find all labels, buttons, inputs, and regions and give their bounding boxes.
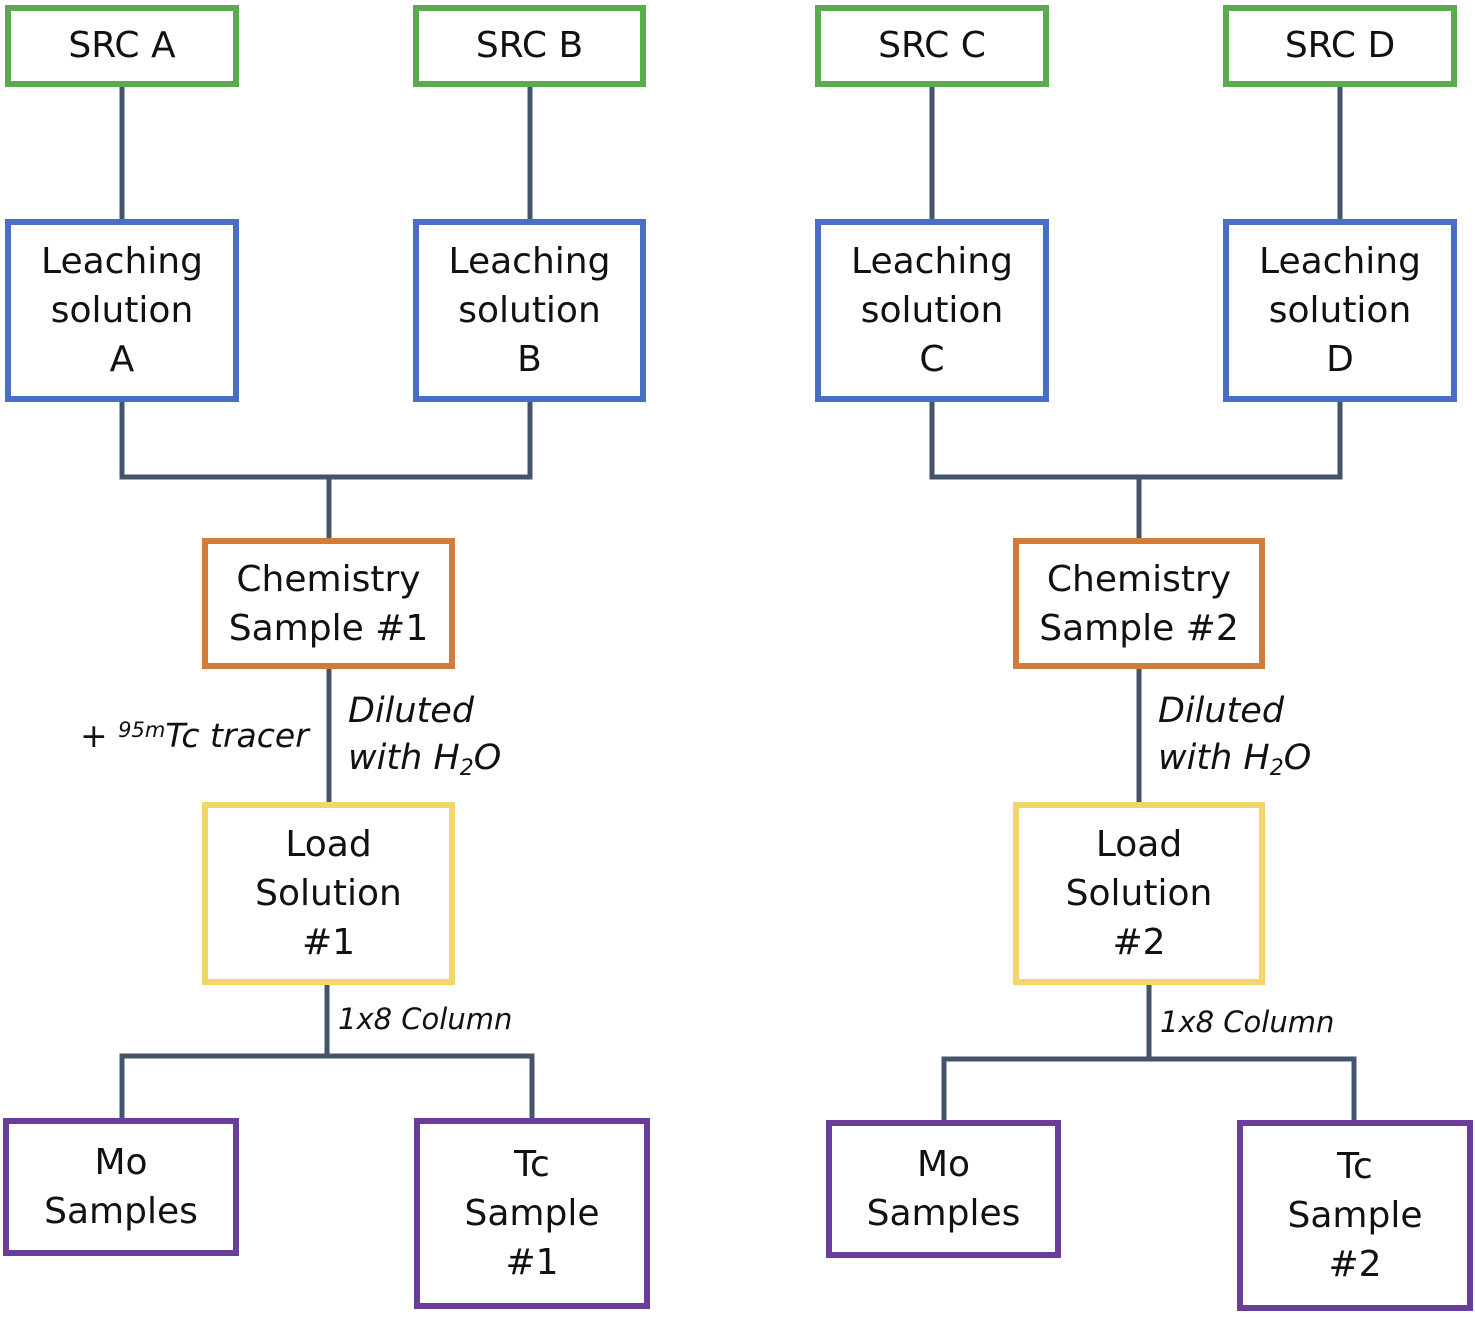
column-label: 1x8 Column [1160,1005,1335,1039]
connector-load-1-split [119,985,535,1118]
tracer-suffix: Tc tracer [165,716,309,755]
mo-samples-box-2: Mo Samples [826,1120,1061,1258]
dilution-line-1: Diluted [348,691,475,731]
column-label: 1x8 Column [338,1002,513,1036]
source-box-src-a: SRC A [5,5,239,87]
chemistry-line: Chemistry [236,558,421,600]
leaching-line: D [1326,339,1354,380]
mo-line: Mo [916,1144,971,1185]
column-annotation-2: 1x8 Column [1160,1005,1334,1039]
chemistry-line: Chemistry [1046,558,1232,600]
leaching-line: solution [1268,290,1412,331]
tc-line: #1 [505,1242,559,1283]
tc-sample-2-box: Tc Sample #2 [1237,1120,1473,1311]
tracer-isotope: 95m [118,718,166,742]
tc-line: Tc [514,1144,550,1185]
leaching-solution-box-b: Leaching solution B [413,219,646,402]
leaching-line: solution [458,290,601,331]
dilution-suffix: O [1283,738,1312,778]
chemistry-line: Sample #1 [228,607,429,649]
connector-leaching-cd-merge [929,402,1343,538]
source-box-src-c: SRC C [815,5,1049,87]
leaching-solution-box-c: Leaching solution C [815,219,1049,402]
dilution-prefix: with H [348,738,460,778]
leaching-solution-box-a: Leaching solution A [5,219,239,402]
source-box-src-b: SRC B [413,5,646,87]
load-line: #2 [1112,922,1166,963]
load-line: #1 [301,922,356,963]
tc-line: #2 [1328,1244,1382,1285]
dilution-suffix: O [473,738,502,778]
leaching-line: Leaching [41,241,203,282]
mo-samples-box-1: Mo Samples [3,1118,239,1256]
leaching-line: A [109,339,135,380]
leaching-line: solution [50,290,194,331]
dilution-prefix: with H [1158,738,1270,778]
load-solution-1-box: Load Solution #1 [202,802,455,985]
dilution-subscript: 2 [1269,756,1284,781]
mo-line: Samples [44,1191,198,1232]
connector-leaching-ab-merge [119,402,533,538]
dilution-line-1: Diluted [1158,691,1285,731]
dilution-subscript: 2 [459,756,474,781]
chemistry-sample-2-box: Chemistry Sample #2 [1013,538,1265,669]
tc-line: Tc [1337,1146,1373,1187]
chemistry-sample-1-box: Chemistry Sample #1 [202,538,455,669]
mo-line: Mo [94,1142,148,1183]
source-label: SRC A [68,25,176,66]
column-annotation-1: 1x8 Column [338,1002,512,1036]
source-label: SRC D [1284,25,1396,66]
leaching-line: Leaching [1259,241,1421,282]
leaching-line: Leaching [448,241,611,282]
source-label: SRC C [878,25,986,66]
connector-load-2-split [941,985,1357,1120]
tracer-prefix: + [80,716,119,755]
leaching-line: B [517,339,542,380]
source-label: SRC B [475,25,584,66]
leaching-line: Leaching [851,241,1013,282]
tc-line: Sample [1287,1195,1423,1236]
chemistry-line: Sample #2 [1039,607,1239,649]
tc-line: Sample [464,1193,600,1234]
tracer-annotation: + 95mTc tracer [80,716,309,756]
mo-line: Samples [866,1193,1021,1234]
leaching-line: solution [860,290,1004,331]
load-solution-2-box: Load Solution #2 [1013,802,1265,985]
load-line: Solution [1065,873,1213,914]
dilution-annotation-1: Diluted with H2O [348,688,501,782]
leaching-solution-box-d: Leaching solution D [1223,219,1457,402]
load-line: Load [1095,824,1183,865]
source-box-src-d: SRC D [1223,5,1457,87]
dilution-annotation-2: Diluted with H2O [1158,688,1311,782]
leaching-line: C [919,339,945,380]
tc-sample-1-box: Tc Sample #1 [414,1118,650,1309]
load-line: Load [285,824,372,865]
load-line: Solution [255,873,402,914]
